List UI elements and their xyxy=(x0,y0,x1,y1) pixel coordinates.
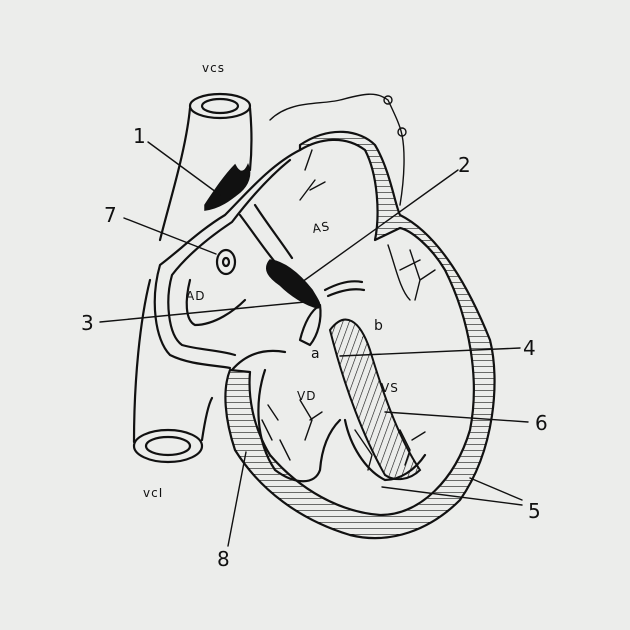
callout-5: 5 xyxy=(528,499,541,523)
callout-7: 7 xyxy=(104,203,117,227)
label-as: AS xyxy=(311,219,331,236)
label-b: b xyxy=(374,318,383,334)
superior-vena-cava xyxy=(158,92,253,242)
callout-2: 2 xyxy=(458,153,471,177)
callout-1: 1 xyxy=(133,124,146,148)
label-a: a xyxy=(311,346,320,362)
heart-outer-wall xyxy=(224,130,496,540)
label-ad: AD xyxy=(186,289,205,303)
callout-8: 8 xyxy=(217,547,230,571)
inferior-vena-cava xyxy=(132,278,214,464)
label-vci: vcI xyxy=(143,486,163,500)
left-ventricle xyxy=(343,249,436,482)
label-vcs: vcs xyxy=(202,61,225,75)
label-vs: VS xyxy=(381,381,399,395)
coronary-sinus-opening xyxy=(215,248,237,276)
leader-lines xyxy=(99,141,529,547)
valves xyxy=(230,280,366,372)
oval-fossa xyxy=(238,203,321,309)
left-atrium xyxy=(269,93,421,301)
callout-4: 4 xyxy=(523,336,536,360)
sinoatrial-node xyxy=(204,163,251,211)
label-vd: VD xyxy=(297,389,316,403)
callout-6: 6 xyxy=(535,411,548,435)
callout-3: 3 xyxy=(81,311,94,335)
right-ventricle xyxy=(257,368,342,483)
